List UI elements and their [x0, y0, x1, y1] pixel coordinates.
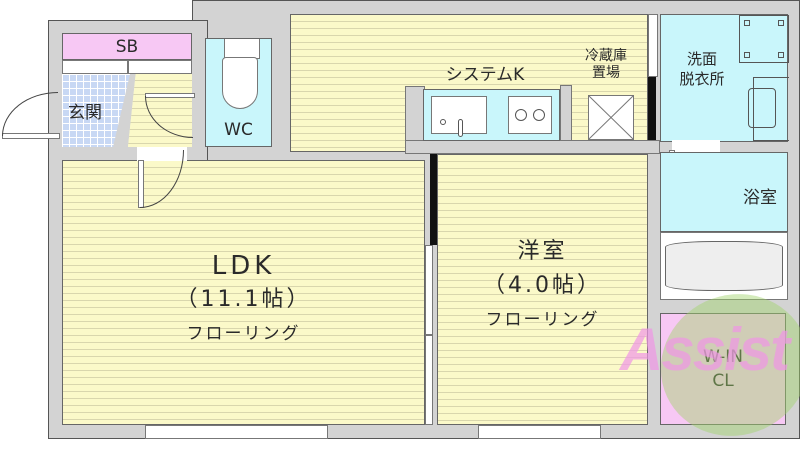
western-size: （4.0帖） — [483, 273, 602, 298]
sb-label: SB — [115, 36, 139, 57]
western-name: 洋室 — [517, 239, 568, 264]
room-bath: 浴室 — [660, 152, 788, 232]
fridge-label-line1: 冷蔵庫 — [585, 48, 627, 64]
wall-segment — [648, 77, 656, 140]
bathtub-icon — [660, 232, 788, 300]
western-floor-type: フローリング — [485, 310, 600, 330]
window-ldk — [145, 425, 328, 439]
kitchen-divider-wall — [405, 140, 660, 154]
vanity-sink-icon — [748, 77, 789, 141]
fridge-space-icon — [588, 95, 634, 140]
ldk-name: LDK — [211, 251, 276, 281]
fridge-label-line2: 置場 — [592, 65, 620, 81]
room-wc: WC — [205, 38, 272, 147]
washroom-label-line1: 洗面 — [686, 50, 717, 68]
room-western: 洋室 （4.0帖） フローリング — [437, 154, 648, 425]
bath-door-opening — [672, 140, 720, 154]
toilet-bowl-icon — [222, 57, 258, 109]
room-ldk: LDK （11.1帖） フローリング — [62, 160, 425, 425]
sink-icon — [431, 96, 487, 137]
kitchen-label: システムK — [445, 65, 525, 85]
wic-label-line1: W-IN — [703, 347, 743, 367]
wc-label: WC — [224, 120, 253, 140]
sb-shelf-left — [62, 60, 128, 74]
room-walk-in-closet: W-IN CL — [660, 313, 786, 425]
washing-machine-icon — [739, 15, 789, 63]
sliding-door-2[interactable] — [425, 335, 433, 425]
window-western — [478, 425, 601, 439]
sliding-door-1[interactable] — [425, 245, 433, 335]
ldk-size: （11.1帖） — [175, 287, 312, 312]
room-sb: SB — [62, 33, 192, 60]
toilet-tank — [224, 39, 260, 59]
bath-label: 浴室 — [743, 188, 777, 208]
washroom-sliding-panel — [648, 14, 658, 77]
washroom-label-line2: 脱衣所 — [679, 70, 725, 88]
kitchen-counter — [423, 89, 560, 141]
partition-wall — [430, 154, 437, 245]
sb-shelf-right — [128, 60, 192, 74]
room-washroom: 洗面 脱衣所 — [660, 14, 789, 142]
stove-icon — [508, 96, 552, 134]
kitchen-counter-wall-right — [560, 85, 572, 142]
ldk-floor-type: フローリング — [186, 324, 301, 344]
wic-label-line2: CL — [712, 371, 734, 391]
entrance-label: 玄関 — [68, 103, 102, 123]
room-entrance: 玄関 — [62, 74, 130, 147]
